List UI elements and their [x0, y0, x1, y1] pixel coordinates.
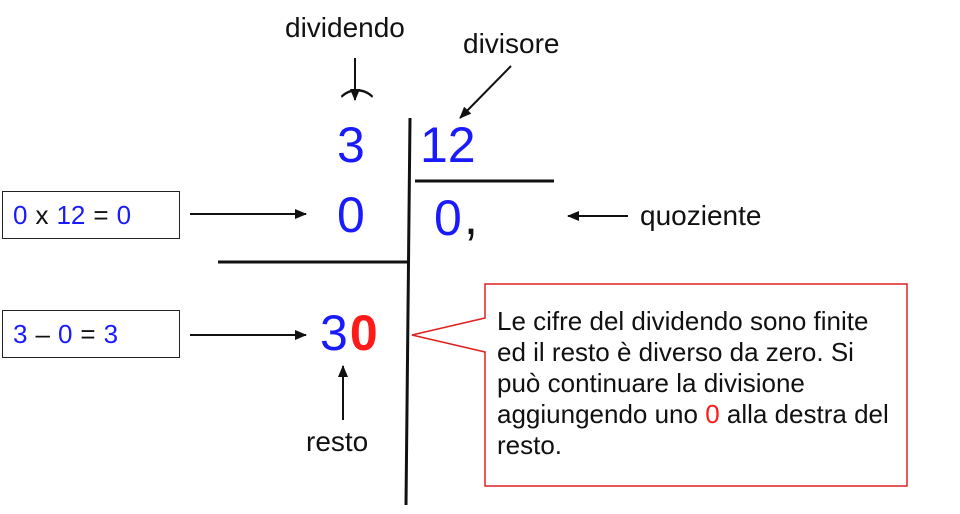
quotient-digit: 0 — [434, 190, 462, 246]
divisore-label: divisore — [463, 28, 560, 59]
division-vertical-bar — [404, 117, 412, 506]
remainder-group: 30 — [320, 308, 378, 358]
callout-text-before: Le cifre del dividendo sono finite ed il… — [497, 306, 869, 429]
step1-box: 0 x 12 = 0 — [2, 191, 180, 239]
dividend-digit: 3 — [337, 117, 365, 173]
step2-eq: = — [80, 319, 96, 349]
resto-label: resto — [306, 426, 369, 457]
step2-op: – — [35, 319, 50, 349]
step2-a: 3 — [13, 319, 28, 349]
callout-box — [411, 283, 908, 487]
dividendo-label: dividendo — [285, 12, 405, 43]
appended-zero-digit: 0 — [349, 305, 378, 361]
step2-result: 3 — [103, 319, 119, 349]
callout-text-after: alla destra del resto. — [497, 399, 889, 460]
step1-result: 0 — [116, 200, 132, 230]
step1-op: x — [35, 200, 49, 230]
remainder-digit: 3 — [320, 305, 348, 361]
step2-box: 3 – 0 = 3 — [2, 310, 180, 358]
step1-eq: = — [93, 200, 109, 230]
quotient-comma: , — [464, 189, 478, 245]
quoziente-label: quoziente — [640, 200, 762, 231]
divisor-number: 12 — [420, 117, 476, 173]
callout-zero: 0 — [705, 399, 720, 429]
step2-b: 0 — [57, 319, 73, 349]
subtrahend-digit: 0 — [337, 187, 365, 243]
dividend-arc-mark: ⌒ — [340, 88, 374, 126]
divisore-arrow — [459, 65, 512, 119]
callout-text: Le cifre del dividendo sono finite ed il… — [497, 306, 897, 461]
step1-b: 12 — [56, 200, 86, 230]
step1-a: 0 — [13, 200, 28, 230]
